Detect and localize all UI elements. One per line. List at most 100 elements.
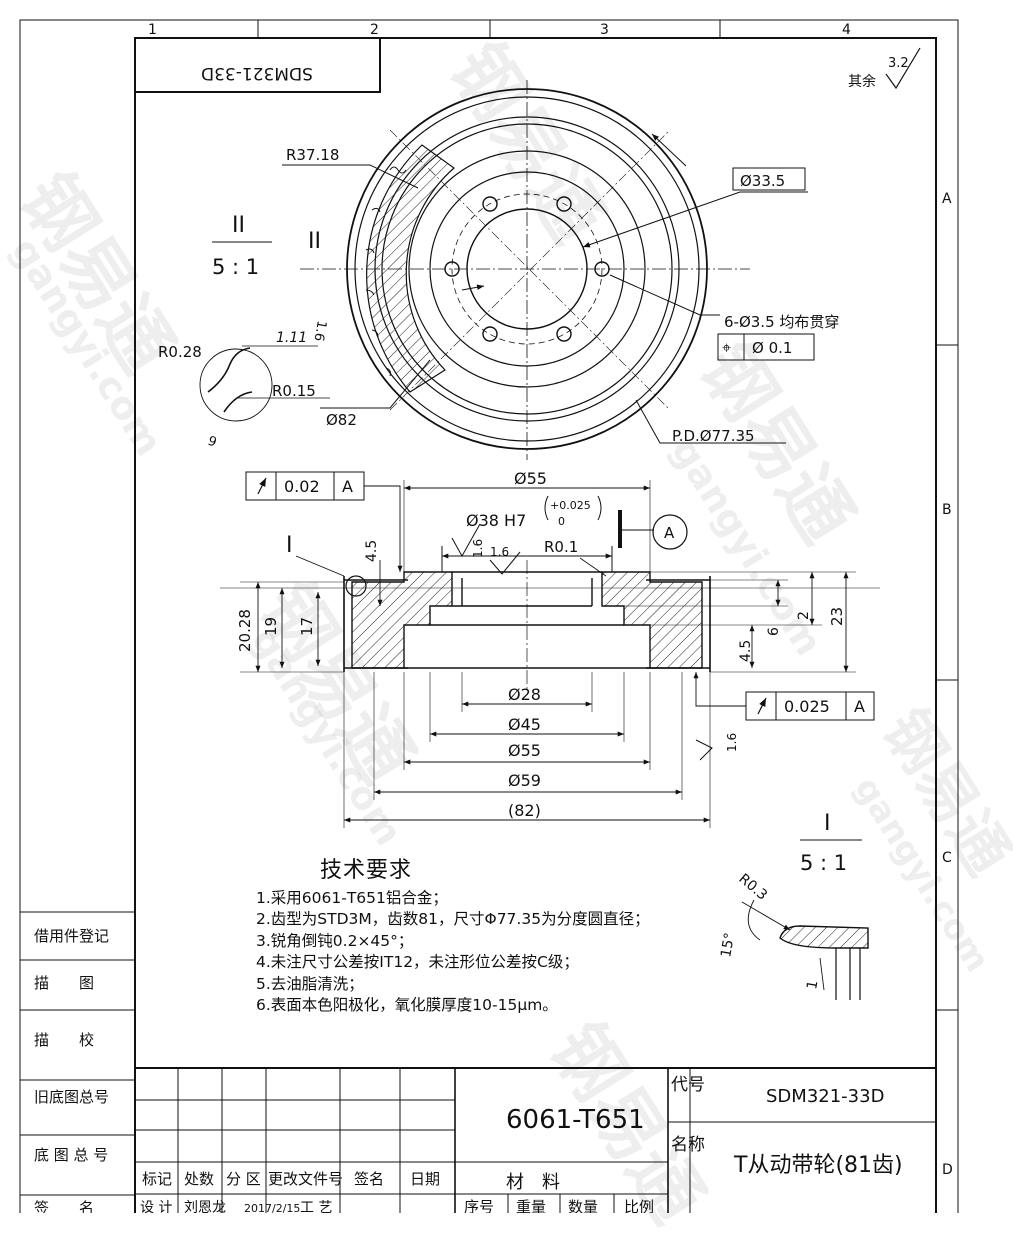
surface-finish-label: 其余 xyxy=(848,73,876,90)
drawing-number-mirrored: SDM321-33D xyxy=(201,63,313,83)
dim-d82-front: Ø82 xyxy=(326,411,357,429)
dim-d33-5: Ø33.5 xyxy=(740,172,785,190)
tb-header-date: 日期 xyxy=(410,1170,440,1188)
detail-ii-6: 6 xyxy=(206,431,219,448)
tb-header-sign: 签名 xyxy=(354,1170,384,1188)
detail-ii-111: 1.11 xyxy=(276,330,307,346)
tech-req-item: 5.去油脂清洗； xyxy=(256,974,364,993)
title-block-grid xyxy=(135,1067,936,1213)
dim-bore: Ø38 H7 xyxy=(466,511,526,530)
side-label-trace: 描 图 xyxy=(34,974,94,992)
tb-bottom-scale: 比例 xyxy=(624,1198,654,1213)
dim-r37-18: R37.18 xyxy=(286,146,339,164)
dim-bore-tol-upper: +0.025 xyxy=(550,499,591,512)
runout-tolerance-top: 0.02 A xyxy=(245,471,365,501)
zone-row-b: B xyxy=(942,502,952,518)
rough-16-a: 1.6 xyxy=(471,539,485,558)
tb-header-change: 更改文件号 xyxy=(268,1170,343,1188)
dim-h45b: 4.5 xyxy=(738,640,754,662)
drawing-number-box-mirrored: SDM321-33D xyxy=(135,38,381,93)
detail-i-scale: 5 : 1 xyxy=(800,851,847,875)
tb-design-date: 2017/2/15 xyxy=(244,1202,300,1213)
detail-i-label: I xyxy=(824,811,831,836)
detail-ii-r028: R0.28 xyxy=(158,343,202,361)
runout-bottom-value: 0.025 xyxy=(784,697,830,716)
dim-holes: 6-Ø3.5 均布贯穿 xyxy=(724,313,839,331)
tb-header-count: 处数 xyxy=(184,1170,214,1188)
detail-ii-16: 1.6 xyxy=(310,319,328,342)
detail-view-ii: II 5 : 1 II R0.28 1.11 R0.15 1.6 6 xyxy=(158,213,330,448)
zone-row-d: D xyxy=(942,1162,953,1178)
dim-bore-tol-lower: 0 xyxy=(558,515,565,528)
zone-col-4: 4 xyxy=(842,22,851,38)
tech-req-item: 4.未注尺寸公差按IT12，未注形位公差按C级； xyxy=(256,953,579,971)
technical-requirements: 技术要求 1.采用6061-T651铝合金； 2.齿型为STD3M，齿数81，尺… xyxy=(256,860,650,1017)
dim-h45a: 4.5 xyxy=(364,540,380,562)
tech-req-item: 2.齿型为STD3M，齿数81，尺寸Φ77.35为分度圆直径； xyxy=(256,910,650,928)
code-label: 代号 xyxy=(671,1075,705,1095)
tb-bottom-qty: 数量 xyxy=(568,1198,598,1213)
runout-top-datum: A xyxy=(342,477,353,496)
section-view-pulley xyxy=(220,480,880,828)
runout-tolerance-bottom: 0.025 A xyxy=(745,691,875,721)
name-label: 名称 xyxy=(671,1135,705,1155)
part-name: T从动带轮(81齿) xyxy=(733,1153,903,1178)
tb-process-label: 工 艺 xyxy=(300,1200,332,1213)
detail-ii-label: II xyxy=(232,213,245,238)
bolt-hole xyxy=(482,196,498,212)
rough-16-b: 1.6 xyxy=(490,545,509,559)
bolt-hole xyxy=(556,196,572,212)
position-tolerance-frame: ⌖ Ø 0.1 xyxy=(717,333,815,361)
tb-header-mark: 标记 xyxy=(142,1170,172,1188)
material-label: 材 料 xyxy=(506,1172,560,1193)
side-label-old-no: 旧底图总号 xyxy=(34,1088,109,1106)
side-label-check: 描 校 xyxy=(34,1031,94,1049)
zone-row-c: C xyxy=(942,850,952,866)
tech-req-item: 6.表面本色阳极化，氧化膜厚度10-15μm。 xyxy=(256,996,558,1014)
dim-h19: 19 xyxy=(262,617,280,636)
detail-view-i: I 5 : 1 R0.3 15° 1 xyxy=(718,811,869,1000)
zone-row-a: A xyxy=(942,191,952,207)
surface-finish-value: 3.2 xyxy=(888,56,909,71)
material-value: 6061-T651 xyxy=(506,1105,645,1135)
tb-bottom-weight: 重量 xyxy=(516,1198,546,1213)
dim-h2: 2 xyxy=(796,611,812,620)
tech-req-title: 技术要求 xyxy=(320,858,413,883)
tb-header-zone: 分 区 xyxy=(226,1170,261,1188)
dim-d82: (82) xyxy=(508,801,541,820)
engineering-drawing: 1 2 3 4 A B C D SDM321-33D 其余 3.2 xyxy=(19,19,959,1213)
dim-h17: 17 xyxy=(298,617,316,636)
section-mark-i: I xyxy=(286,533,293,558)
dim-d55: Ø55 xyxy=(508,741,541,760)
zone-col-2: 2 xyxy=(370,22,379,38)
zone-col-3: 3 xyxy=(600,22,609,38)
dim-d45: Ø45 xyxy=(508,715,541,734)
zone-col-1: 1 xyxy=(148,22,157,38)
side-label-sign: 签 名 xyxy=(34,1199,94,1213)
dim-d55-top: Ø55 xyxy=(514,469,547,488)
section-mark-ii: II xyxy=(308,229,321,254)
detail-i-r03: R0.3 xyxy=(735,871,770,904)
dim-d28: Ø28 xyxy=(508,685,541,704)
runout-top-value: 0.02 xyxy=(284,477,320,496)
front-view-pulley xyxy=(282,80,808,460)
dim-r01: R0.1 xyxy=(544,538,578,556)
position-symbol: ⌖ xyxy=(722,338,731,357)
detail-i-1: 1 xyxy=(804,979,821,991)
detail-ii-scale: 5 : 1 xyxy=(212,255,259,279)
bolt-hole xyxy=(444,261,460,277)
datum-a-label: A xyxy=(664,524,675,542)
tech-req-item: 1.采用6061-T651铝合金； xyxy=(256,888,448,907)
runout-bottom-datum: A xyxy=(854,697,865,716)
left-stamp-column xyxy=(20,911,135,1196)
tb-design-label: 设 计 xyxy=(140,1200,172,1213)
rough-16-c: 1.6 xyxy=(725,733,739,752)
tech-req-item: 3.锐角倒钝0.2×45°； xyxy=(256,931,414,950)
dim-d59: Ø59 xyxy=(508,771,541,790)
position-value: Ø 0.1 xyxy=(752,339,792,357)
drawing-frame xyxy=(19,19,959,1213)
tb-designer: 刘恩龙 xyxy=(184,1200,226,1213)
side-label-base-no: 底 图 总 号 xyxy=(34,1146,108,1164)
bolt-hole xyxy=(594,261,610,277)
dim-h23: 23 xyxy=(828,607,846,626)
